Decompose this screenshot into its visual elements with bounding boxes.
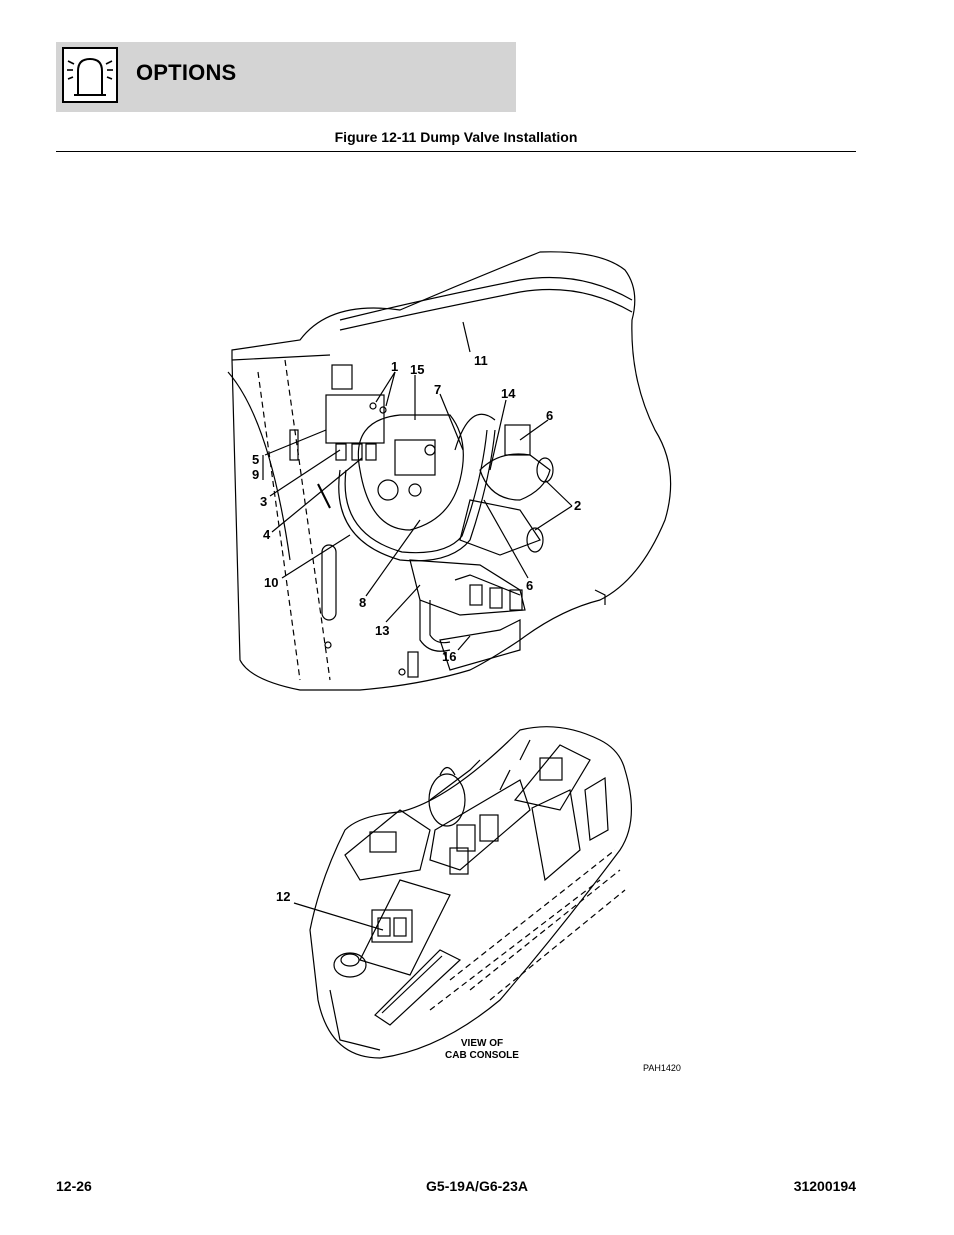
callout-6-lower: 6	[526, 578, 533, 593]
console-label-line1: VIEW OF	[461, 1038, 503, 1049]
section-title: OPTIONS	[136, 60, 237, 85]
callout-2: 2	[574, 498, 581, 513]
callout-15: 15	[410, 362, 424, 377]
callout-leader-12	[293, 902, 384, 931]
header-band	[56, 42, 516, 112]
callout-16: 16	[442, 649, 456, 664]
callout-labels: 1 15 11 7 14 6 5 9 3 2 4 10 8 6 13 16	[252, 353, 581, 664]
console-label-line2: CAB CONSOLE	[445, 1050, 519, 1061]
callout-5: 5	[252, 452, 259, 467]
header-rule	[56, 151, 856, 152]
callout-4: 4	[263, 527, 271, 542]
cab-console-illustration	[309, 726, 632, 1059]
callout-leaders	[262, 321, 573, 651]
drawing-code: PAH1420	[643, 1063, 681, 1073]
document-number: 31200194	[793, 1178, 856, 1194]
callout-14: 14	[501, 386, 516, 401]
callout-6-upper: 6	[546, 408, 553, 423]
model-number: G5-19A/G6-23A	[426, 1178, 528, 1194]
callout-3: 3	[260, 494, 267, 509]
callout-7: 7	[434, 382, 441, 397]
callout-10: 10	[264, 575, 278, 590]
valve-installation-illustration	[227, 251, 672, 691]
figure-caption: Figure 12-11 Dump Valve Installation	[334, 129, 578, 145]
callout-8: 8	[359, 595, 366, 610]
callout-11: 11	[474, 353, 488, 368]
callout-1: 1	[391, 359, 398, 374]
callout-9: 9	[252, 467, 259, 482]
callout-12: 12	[276, 889, 290, 904]
page-number: 12-26	[56, 1178, 92, 1194]
callout-13: 13	[375, 623, 389, 638]
beacon-light-icon	[62, 47, 118, 103]
